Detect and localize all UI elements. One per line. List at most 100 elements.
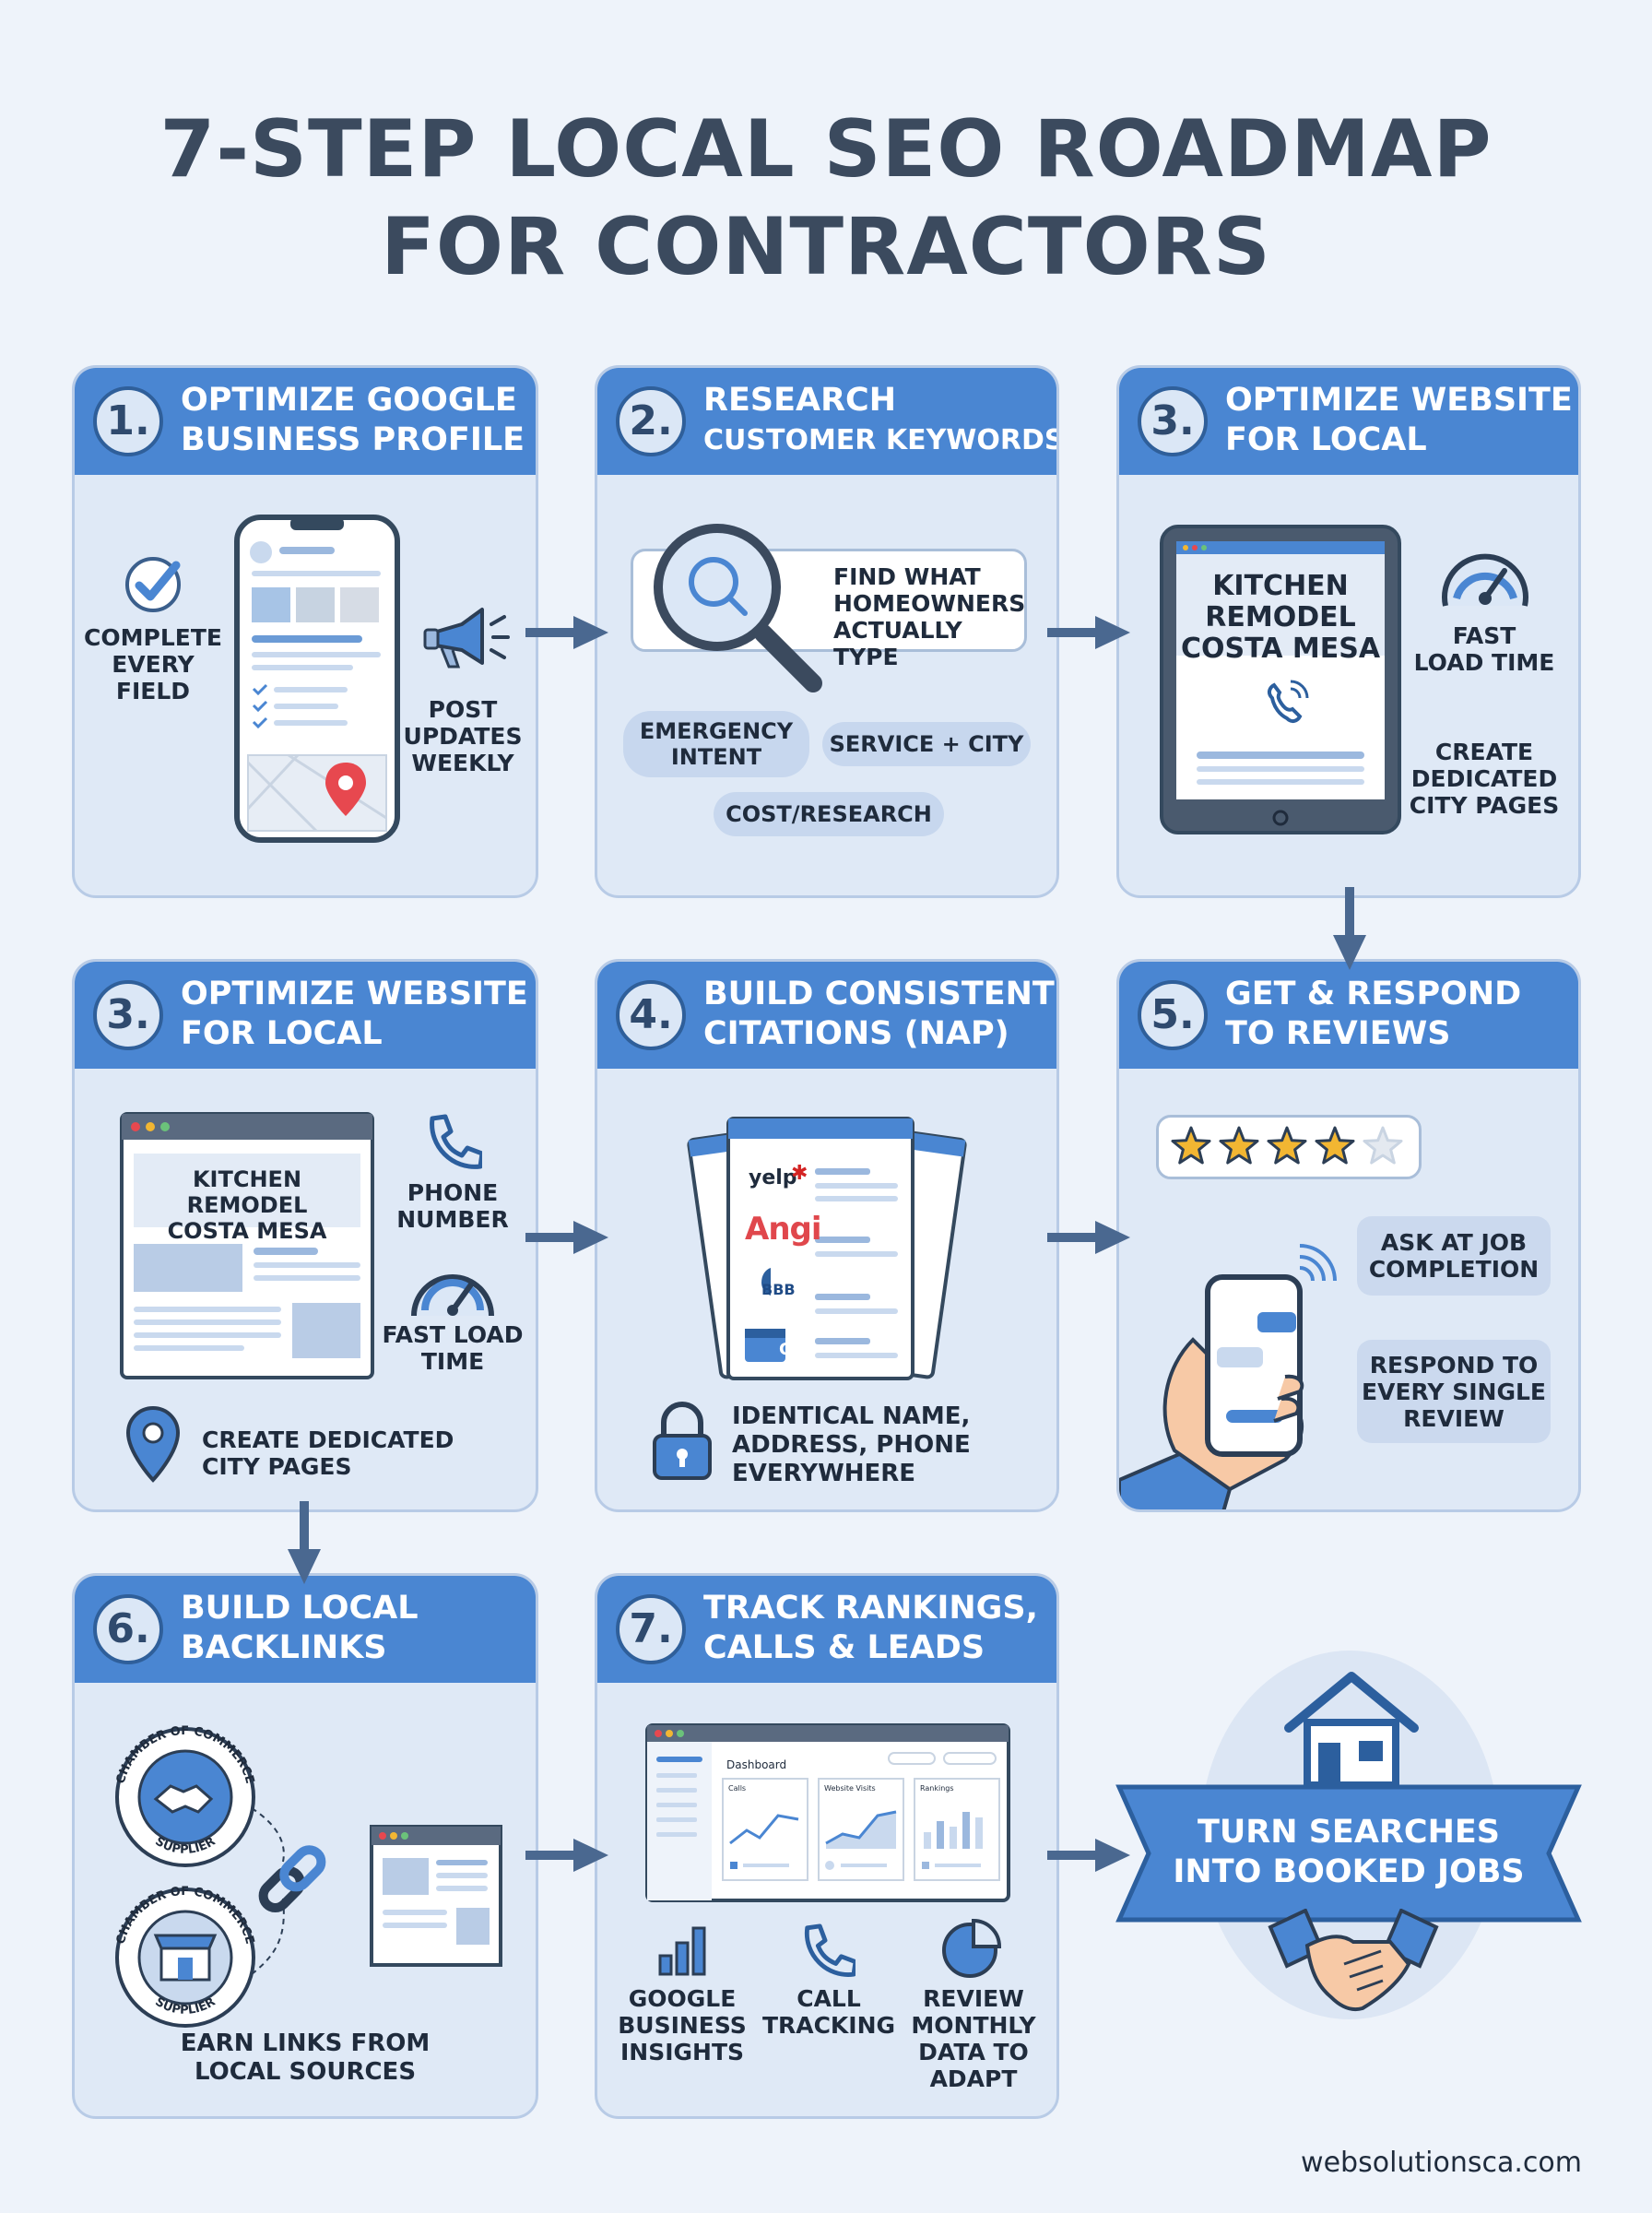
step-5-header: 5. GET & RESPOND TO REVIEWS (1119, 962, 1578, 1069)
step-title-line: BUILD LOCAL (181, 1590, 419, 1627)
chamber-seal-handshake: CHAMBER OF COMMERCE SUPPLIER (114, 1724, 256, 1867)
step-title-line: OPTIMIZE WEBSITE (181, 976, 528, 1012)
step-3-panel-bottom: 3. OPTIMIZE WEBSITE FOR LOCAL KITCHEN RE… (72, 959, 538, 1512)
page-title-line2: FOR CONTRACTORS (381, 201, 1271, 293)
yelp-logo: yelp (749, 1166, 797, 1189)
banner-line: INTO BOOKED JOBS (1173, 1853, 1525, 1890)
step-title: OPTIMIZE WEBSITE FOR LOCAL (1225, 381, 1573, 460)
step-7-header: 7. TRACK RANKINGS, CALLS & LEADS (597, 1576, 1056, 1683)
step-title-line: CUSTOMER KEYWORDS (703, 424, 1059, 456)
dashboard-window (645, 1723, 1010, 1902)
banner-line: TURN SEARCHES (1198, 1814, 1500, 1851)
step-title: BUILD LOCAL BACKLINKS (181, 1589, 526, 1668)
step-4-header: 4. BUILD CONSISTENT CITATIONS (NAP) (597, 962, 1056, 1069)
step-title: OPTIMIZE WEBSITE FOR LOCAL (181, 975, 528, 1054)
webpage-icon (370, 1825, 502, 1967)
star-empty-icon (1363, 1126, 1403, 1165)
handshake-icon (1268, 1909, 1439, 2011)
phone-profile-icon (234, 515, 400, 843)
step-title-line: GET & RESPOND (1225, 976, 1522, 1012)
magnifier-icon (654, 524, 822, 692)
step-number: 2. (616, 386, 686, 456)
padlock-icon (653, 1402, 712, 1480)
bar-chart-icon (658, 1926, 706, 1976)
step-3-header: 3. OPTIMIZE WEBSITE FOR LOCAL (75, 962, 536, 1069)
star-filled-icon (1315, 1126, 1355, 1165)
step-7-panel: 7. TRACK RANKINGS, CALLS & LEADS (595, 1573, 1059, 2119)
keyword-pill-cost-research: COST/RESEARCH (714, 792, 944, 836)
arrow-4-to-5 (1047, 1221, 1130, 1254)
step-number: 1. (93, 386, 163, 456)
location-pin-icon (125, 1405, 181, 1483)
step-title-line: BUILD CONSISTENT (703, 976, 1055, 1012)
step-6-header: 6. BUILD LOCAL BACKLINKS (75, 1576, 536, 1683)
step-1-header: 1. OPTIMIZE GOOGLE BUSINESS PROFILE (75, 368, 536, 475)
dashboard-title: Dashboard (726, 1758, 787, 1771)
step-title-line: FOR LOCAL (181, 1015, 383, 1052)
hand-phone-icon (1119, 1244, 1337, 1509)
banner-ribbon (1115, 1784, 1582, 1923)
star-filled-icon (1219, 1126, 1259, 1165)
chamber-seal-storefront: CHAMBER OF COMMERCE SUPPLIER (114, 1885, 256, 2028)
step-title-line: BUSINESS PROFILE (181, 421, 525, 458)
pie-chart-icon (942, 1919, 1001, 1978)
phone-icon (430, 1114, 482, 1169)
angi-logo: Angi (745, 1211, 822, 1248)
step-title: BUILD CONSISTENT CITATIONS (NAP) (703, 975, 1055, 1054)
keyword-pill-service-city: SERVICE + CITY (822, 722, 1031, 766)
card-visits-title: Website Visits (824, 1784, 876, 1793)
step-6-panel: 6. BUILD LOCAL BACKLINKS CHAMBER OF COMM… (72, 1573, 538, 2119)
backlinks-graphic: CHAMBER OF COMMERCE SUPPLIER CHAMBER OF … (114, 1724, 502, 2028)
citation-documents-icon (687, 1117, 967, 1380)
step-title-line: CALLS & LEADS (703, 1629, 985, 1666)
step-title: GET & RESPOND TO REVIEWS (1225, 975, 1569, 1054)
step-number: 3. (93, 980, 163, 1050)
step-title-line: CITATIONS (NAP) (703, 1015, 1009, 1052)
step-4-panel: 4. BUILD CONSISTENT CITATIONS (NAP) yelp… (595, 959, 1059, 1512)
step-number: 4. (616, 980, 686, 1050)
step-title-line: FOR LOCAL (1225, 421, 1427, 458)
yelp-burst-icon: ✱ (791, 1161, 808, 1184)
arrow-6-to-7 (525, 1839, 608, 1872)
footer-url[interactable]: websolutionsca.com (1301, 2147, 1582, 2179)
step-number: 5. (1138, 980, 1208, 1050)
step-title-line: RESEARCH (703, 382, 896, 419)
bbb-logo: BBB (761, 1281, 796, 1298)
step-number: 3. (1138, 386, 1208, 456)
step-title: OPTIMIZE GOOGLE BUSINESS PROFILE (181, 381, 526, 460)
step-2-header: 2. RESEARCH CUSTOMER KEYWORDS (597, 368, 1056, 475)
star-filled-icon (1171, 1126, 1211, 1165)
step-title-line: OPTIMIZE GOOGLE (181, 382, 517, 419)
google-g-logo: G (779, 1340, 793, 1359)
step-title-line: TRACK RANKINGS, (703, 1590, 1038, 1627)
step-number: 7. (616, 1594, 686, 1664)
card-calls-title: Calls (728, 1784, 747, 1793)
speedometer-icon (1442, 553, 1528, 607)
arrow-3-to-4 (525, 1221, 608, 1254)
tablet-icon (1160, 525, 1401, 834)
phone-icon (804, 1923, 856, 1977)
checkmark-icon (125, 557, 181, 612)
step-title: RESEARCH CUSTOMER KEYWORDS (703, 381, 1059, 460)
step-title-line: BACKLINKS (181, 1629, 387, 1666)
arrow-3-down-to-6 (288, 1501, 321, 1584)
